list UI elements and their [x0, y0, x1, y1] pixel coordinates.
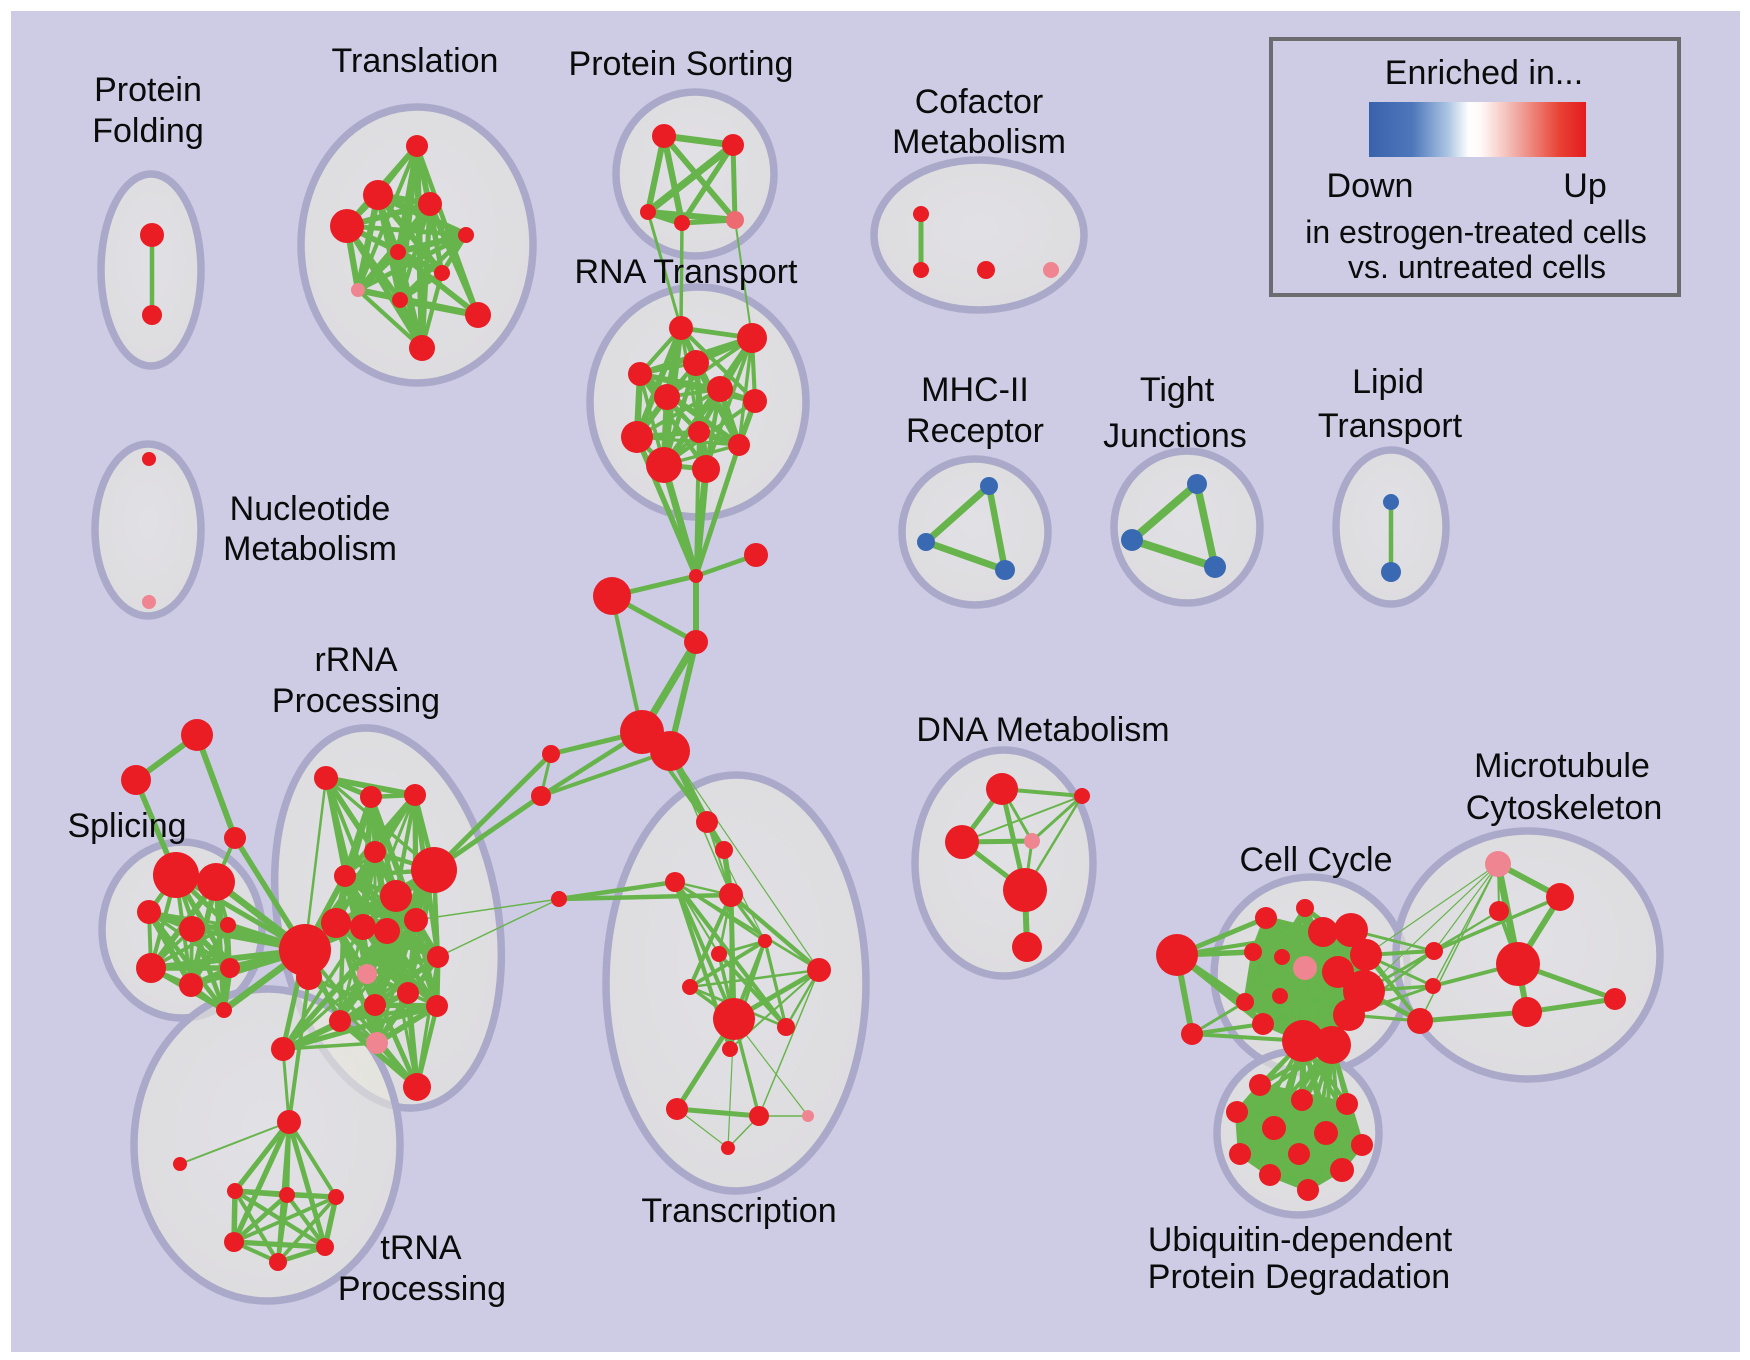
- svg-text:RNA Transport: RNA Transport: [575, 253, 799, 291]
- svg-text:tRNA: tRNA: [380, 1229, 462, 1267]
- svg-text:Translation: Translation: [332, 42, 499, 80]
- svg-text:Transport: Transport: [1318, 407, 1463, 445]
- svg-text:Receptor: Receptor: [906, 412, 1044, 450]
- svg-text:Cytoskeleton: Cytoskeleton: [1466, 789, 1663, 827]
- svg-text:Junctions: Junctions: [1103, 417, 1247, 455]
- svg-text:Protein Sorting: Protein Sorting: [569, 45, 794, 83]
- svg-text:Folding: Folding: [92, 112, 204, 150]
- svg-text:Tight: Tight: [1140, 371, 1215, 409]
- svg-text:Microtubule: Microtubule: [1474, 747, 1650, 785]
- svg-text:Cell Cycle: Cell Cycle: [1239, 841, 1392, 879]
- svg-text:Protein Degradation: Protein Degradation: [1148, 1258, 1450, 1296]
- svg-text:Nucleotide: Nucleotide: [230, 490, 391, 528]
- svg-text:Cofactor: Cofactor: [915, 83, 1044, 121]
- svg-text:Protein: Protein: [94, 71, 202, 109]
- svg-text:Ubiquitin-dependent: Ubiquitin-dependent: [1148, 1221, 1453, 1259]
- svg-text:Processing: Processing: [272, 682, 440, 720]
- svg-text:Metabolism: Metabolism: [892, 123, 1066, 161]
- svg-text:in estrogen-treated cells: in estrogen-treated cells: [1305, 214, 1647, 250]
- svg-text:DNA Metabolism: DNA Metabolism: [916, 711, 1169, 749]
- svg-text:Metabolism: Metabolism: [223, 530, 397, 568]
- svg-text:vs. untreated cells: vs. untreated cells: [1348, 249, 1606, 285]
- svg-text:MHC-II: MHC-II: [921, 371, 1029, 409]
- svg-text:Processing: Processing: [338, 1270, 506, 1308]
- svg-text:Up: Up: [1563, 167, 1606, 205]
- svg-text:Down: Down: [1327, 167, 1414, 205]
- svg-text:Enriched in...: Enriched in...: [1385, 54, 1583, 92]
- svg-text:Splicing: Splicing: [67, 807, 186, 845]
- svg-text:Lipid: Lipid: [1352, 363, 1424, 401]
- svg-text:rRNA: rRNA: [314, 641, 397, 679]
- svg-text:Transcription: Transcription: [641, 1192, 836, 1230]
